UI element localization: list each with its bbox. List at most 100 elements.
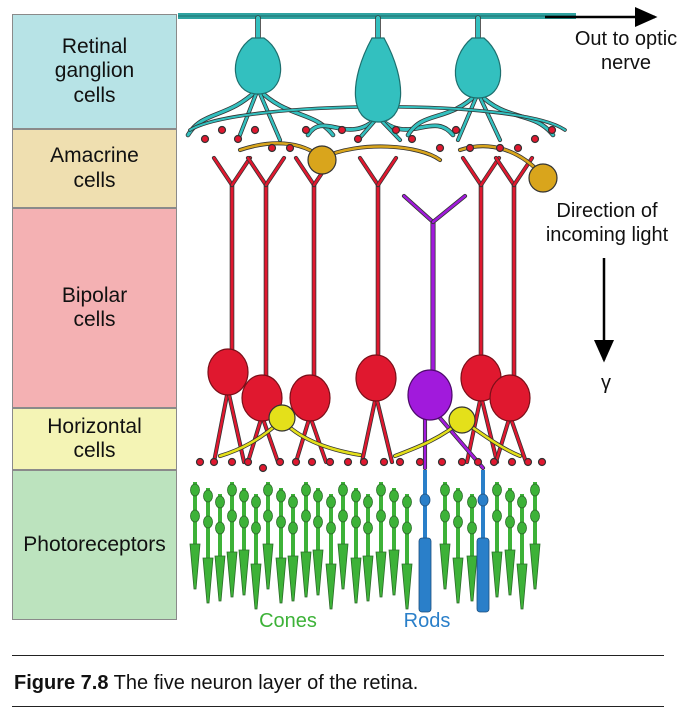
cone-nucleus (453, 489, 463, 503)
cone-nucleus (326, 495, 336, 509)
layer-photoreceptors: Photoreceptors (12, 470, 177, 620)
cone-outer-segment (529, 543, 541, 590)
cone-outer-segment (214, 555, 226, 602)
cone-body (326, 521, 336, 535)
cone-body (376, 509, 386, 523)
bipolar-dendrite (374, 394, 394, 464)
synapse-terminal (200, 134, 210, 144)
cone-outer-segment (312, 549, 324, 596)
cone-outer-segment (189, 543, 201, 590)
horizontal-cell-body (448, 406, 476, 434)
cone-nucleus (440, 483, 450, 497)
cone-nucleus (389, 489, 399, 503)
light-symbol: γ (601, 372, 611, 394)
synapse-terminal (407, 134, 417, 144)
amacrine-process (320, 145, 442, 162)
layer-bipolar-label: Bipolar cells (61, 283, 128, 331)
bipolar-cell-body (489, 374, 531, 422)
synapse-terminal (513, 143, 523, 153)
synapse-terminal (233, 134, 243, 144)
synapse-terminal (457, 457, 467, 467)
rod-bipolar-terminal (431, 194, 467, 224)
synapse-terminal (391, 125, 401, 135)
cone-body (530, 509, 540, 523)
bipolar-dendrite (479, 394, 499, 464)
cone-outer-segment (250, 563, 262, 610)
synapse-terminal (325, 457, 335, 467)
cone-body (190, 509, 200, 523)
bipolar-terminal (461, 156, 483, 187)
cone-outer-segment (325, 563, 337, 610)
synapse-terminal (291, 457, 301, 467)
cone-nucleus (239, 489, 249, 503)
cone-outer-segment (275, 557, 287, 604)
ganglion-dendrite (306, 115, 380, 137)
cone-outer-segment (388, 549, 400, 596)
amacrine-cell-body (307, 145, 337, 175)
layer-amacrine: Amacrine cells (12, 129, 177, 208)
cone-nucleus (467, 495, 477, 509)
cone-body (301, 509, 311, 523)
cone-outer-segment (226, 551, 238, 598)
synapse-terminal (258, 463, 268, 473)
cone-outer-segment (262, 543, 274, 590)
synapse-terminal (395, 457, 405, 467)
cone-outer-segment (466, 555, 478, 602)
cone-nucleus (251, 495, 261, 509)
synapse-terminal (473, 457, 483, 467)
cone-nucleus (492, 483, 502, 497)
cone-outer-segment (287, 555, 299, 602)
amacrine-process-outline (319, 144, 443, 163)
caption-rule-top (12, 655, 664, 656)
ganglion-cell-body (354, 37, 402, 123)
synapse-terminal (195, 457, 205, 467)
cone-nucleus (376, 483, 386, 497)
cone-body (440, 509, 450, 523)
cone-body (505, 515, 515, 529)
cone-outer-segment (401, 563, 413, 610)
cone-nucleus (363, 495, 373, 509)
cone-nucleus (530, 483, 540, 497)
caption-rule-bottom (12, 706, 664, 707)
cone-outer-segment (452, 557, 464, 604)
bipolar-terminal (212, 156, 234, 187)
light-direction-label: Direction of incoming light (545, 200, 669, 246)
synapse-terminal (359, 457, 369, 467)
cone-nucleus (227, 483, 237, 497)
synapse-terminal (489, 457, 499, 467)
synapse-terminal (343, 457, 353, 467)
ganglion-dendrite (476, 91, 502, 142)
bipolar-dendrite (308, 414, 328, 464)
cones-label: Cones (259, 610, 317, 632)
bipolar-dendrite (508, 414, 528, 464)
ganglion-dendrite (456, 91, 480, 142)
bipolar-terminal (479, 156, 501, 187)
rod-nucleus (419, 493, 431, 507)
cone-body (453, 515, 463, 529)
cone-nucleus (517, 495, 527, 509)
bipolar-cell-body (207, 348, 249, 396)
rod-nucleus (477, 493, 489, 507)
cone-body (215, 521, 225, 535)
bipolar-terminal (246, 156, 268, 187)
ganglion-dendrite (406, 91, 480, 137)
bipolar-terminal (294, 156, 316, 187)
cone-outer-segment (516, 563, 528, 610)
bipolar-terminal (494, 156, 516, 187)
synapse-terminal (537, 457, 547, 467)
cone-outer-segment (439, 543, 451, 590)
cone-nucleus (402, 495, 412, 509)
ganglion-cell-body (234, 37, 282, 95)
cone-outer-segment (238, 549, 250, 596)
bipolar-terminal (230, 156, 252, 187)
cone-nucleus (263, 483, 273, 497)
figure-number: Figure 7.8 (14, 672, 109, 694)
cone-outer-segment (362, 555, 374, 602)
cone-body (203, 515, 213, 529)
bipolar-dendrite (294, 414, 312, 464)
cone-body (227, 509, 237, 523)
cone-nucleus (190, 483, 200, 497)
synapse-terminal (379, 457, 389, 467)
cone-nucleus (215, 495, 225, 509)
